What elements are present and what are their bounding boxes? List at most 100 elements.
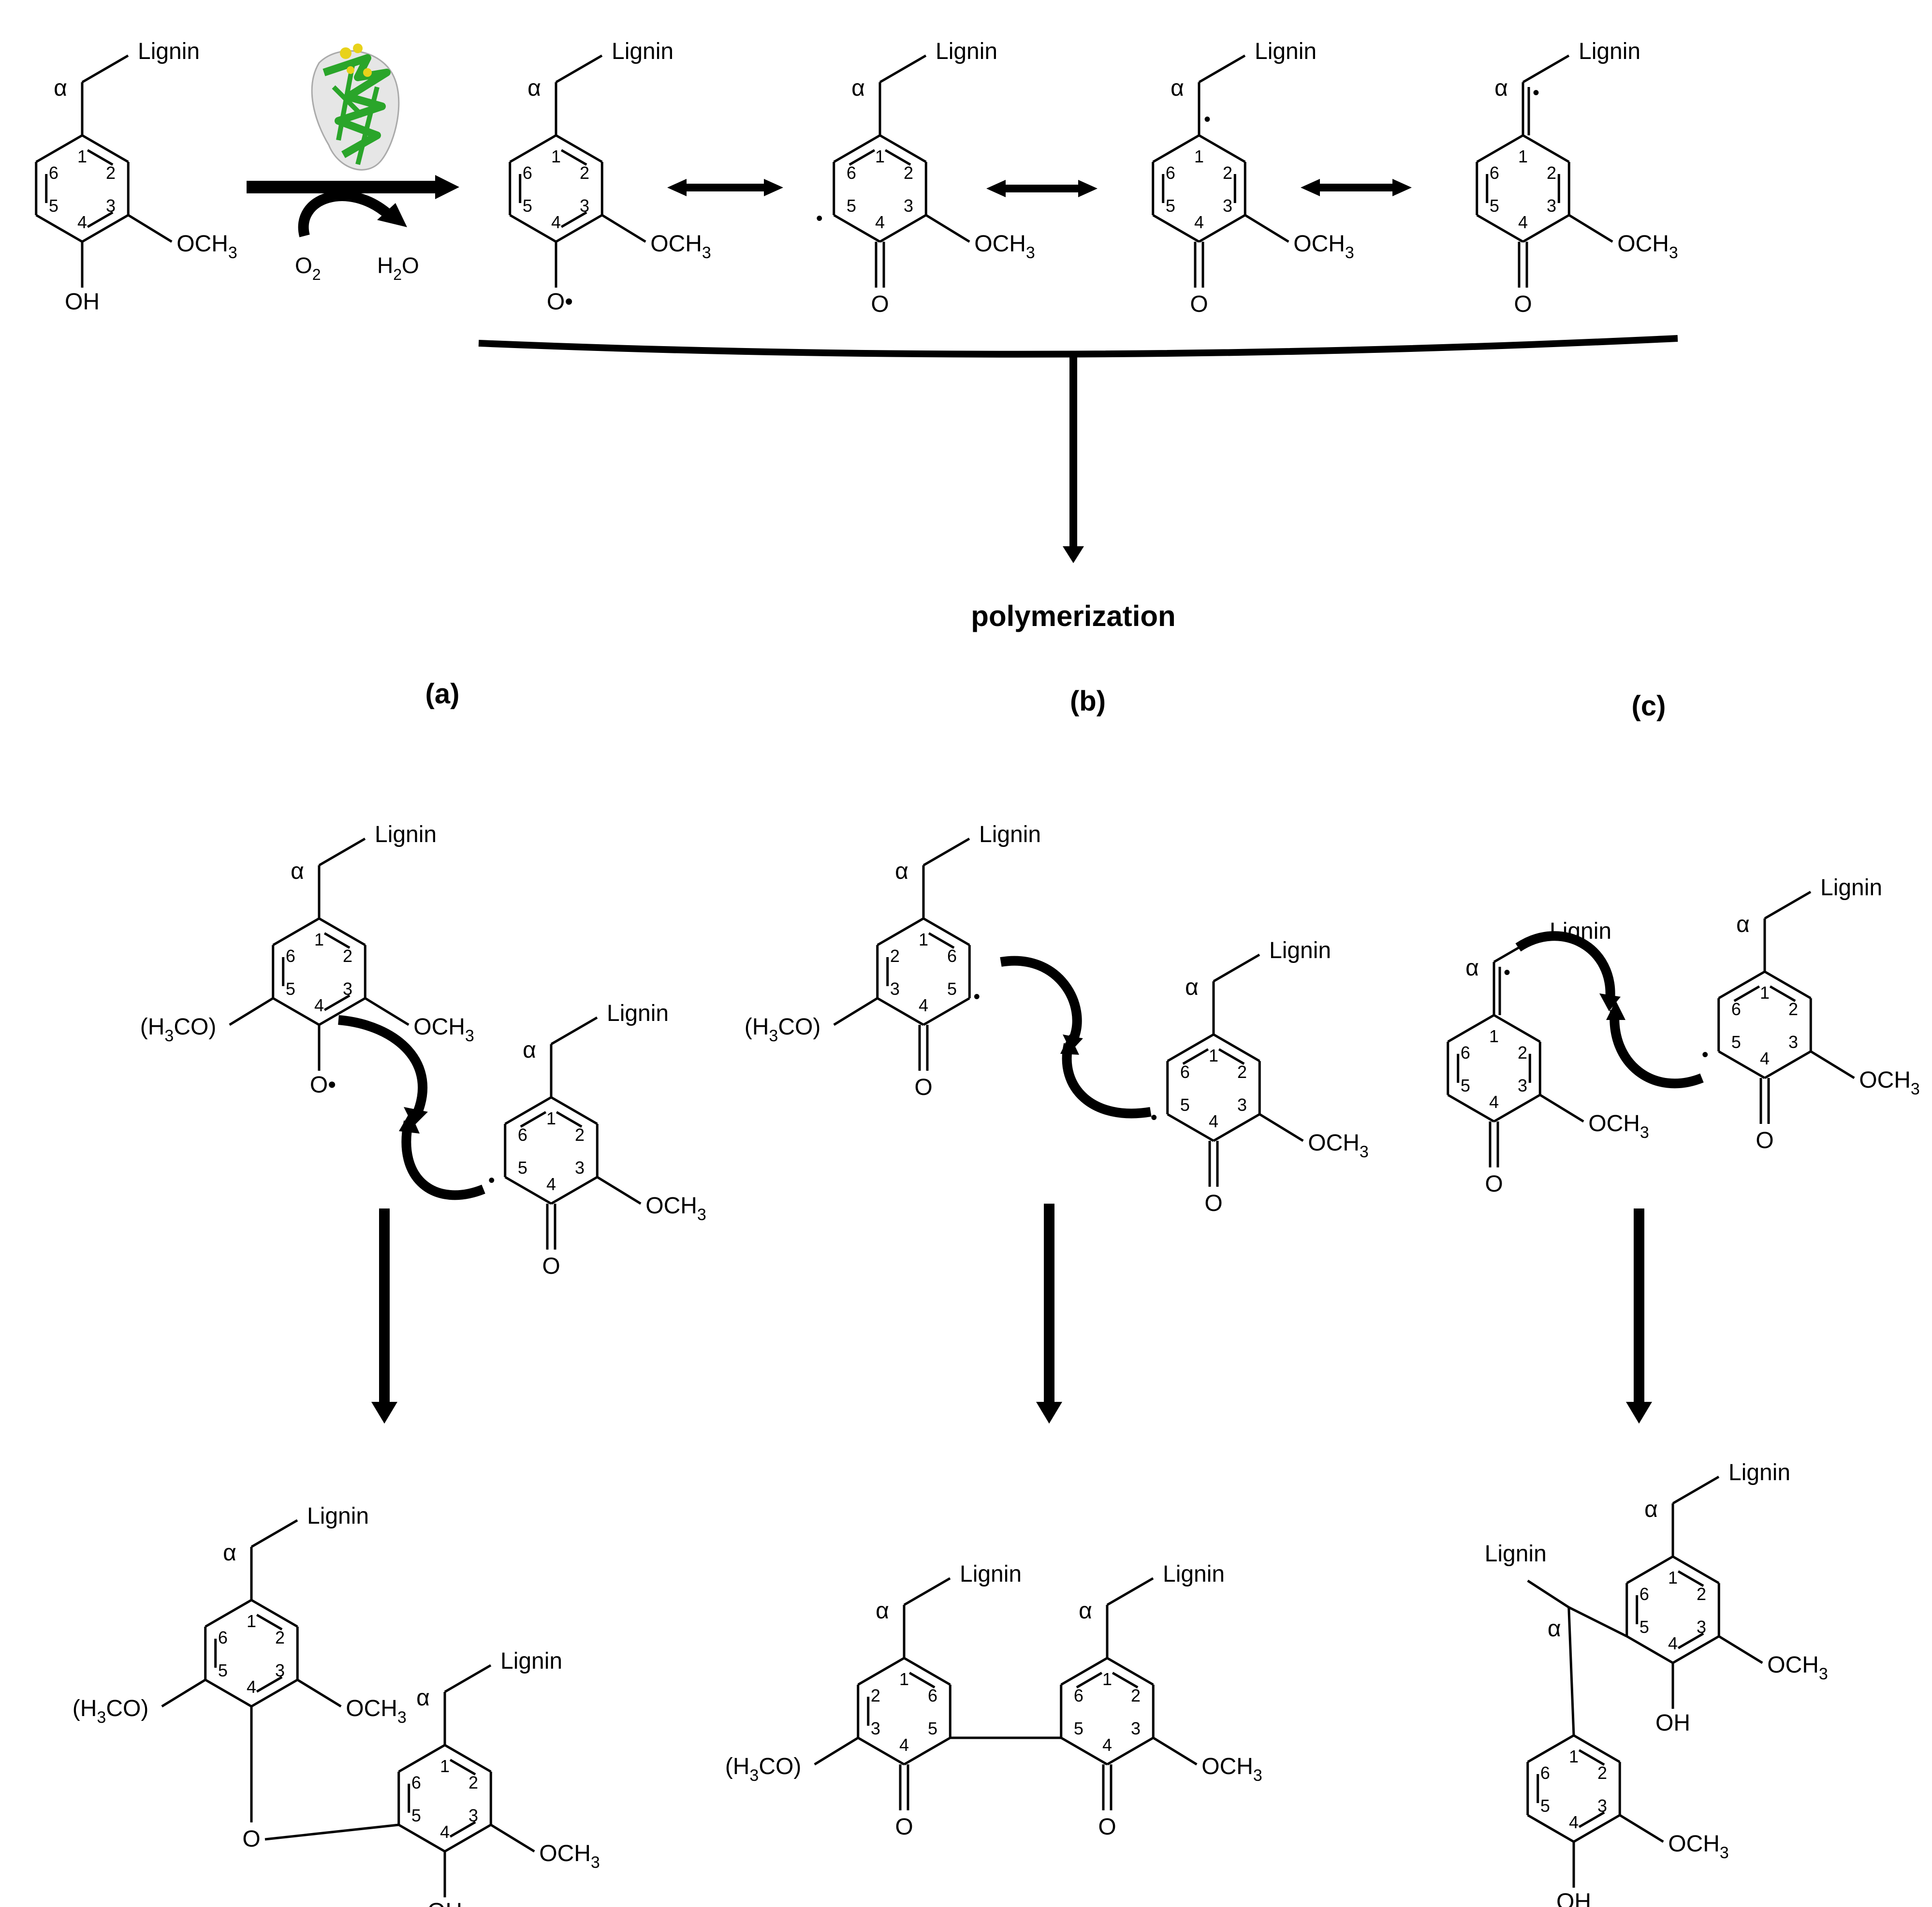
polymerization-label: polymerization	[971, 600, 1175, 632]
ring-number: 4	[546, 1174, 556, 1194]
ring-number: 1	[1194, 146, 1204, 166]
bond	[1493, 1093, 1541, 1123]
oxyl-radical-label: O•	[547, 289, 573, 315]
radical-dot: •	[1151, 1107, 1157, 1128]
ring-number: 5	[1731, 1032, 1741, 1052]
bond	[161, 1678, 206, 1708]
ring-number: 2	[1131, 1686, 1141, 1705]
bond	[1626, 1635, 1674, 1664]
radical-dot: •	[816, 208, 823, 229]
polymerization-arrowhead	[1063, 546, 1084, 563]
h2o-label: H2O	[377, 253, 419, 283]
lignin-label: Lignin	[607, 1001, 669, 1026]
alpha-label: α	[1465, 955, 1479, 981]
lignin-label: Lignin	[1255, 39, 1317, 64]
methoxy-label: OCH3	[1588, 1111, 1649, 1142]
bond	[1060, 1736, 1108, 1766]
bond	[504, 1176, 552, 1205]
bond	[922, 837, 970, 867]
ring-number: 2	[580, 163, 589, 183]
bond	[1527, 1814, 1575, 1843]
ring-number: 5	[411, 1805, 421, 1825]
resonance-arrow-3	[1301, 179, 1412, 196]
ring-number: 3	[871, 1718, 880, 1738]
bond	[444, 1823, 492, 1853]
carbonyl-oxygen-label: O	[1514, 291, 1532, 317]
bond	[1198, 54, 1246, 84]
ring-number: 5	[847, 196, 856, 216]
alpha-label: α	[291, 859, 304, 884]
bond	[250, 1678, 298, 1708]
ring-number: 4	[1489, 1092, 1499, 1112]
lignin-label: Lignin	[138, 39, 200, 64]
ring-number: 2	[1237, 1062, 1247, 1082]
ring-number: 3	[580, 196, 589, 216]
bond	[925, 214, 970, 243]
ring-number: 5	[1639, 1617, 1649, 1637]
ring-number: 2	[1597, 1763, 1607, 1783]
ring-number: 2	[275, 1628, 285, 1647]
bond	[1493, 1014, 1541, 1043]
bond	[550, 1176, 598, 1205]
bond	[364, 997, 410, 1026]
captions: polymerization (a) (b) (c)	[425, 600, 1666, 722]
bond	[490, 1823, 535, 1853]
ring-number: 2	[871, 1686, 880, 1705]
oxidation-arrowhead	[435, 175, 459, 199]
bond	[879, 134, 927, 163]
bond	[555, 214, 603, 243]
ring-number: 3	[106, 196, 116, 216]
ring-number: 6	[523, 163, 532, 183]
bond	[1167, 1113, 1215, 1142]
methoxy-label: (H3CO)	[725, 1754, 802, 1785]
ring-number: 1	[314, 930, 324, 949]
lignin-label: Lignin	[936, 39, 997, 64]
bond	[814, 1736, 859, 1766]
o2-label: O2	[295, 253, 321, 283]
ring-number: 4	[1209, 1111, 1218, 1131]
bond	[1522, 54, 1570, 84]
ring-number: 6	[1490, 163, 1499, 183]
ring-number: 3	[1788, 1032, 1798, 1052]
panel-label-a: (a)	[425, 678, 460, 710]
bond	[560, 211, 587, 228]
methoxy-label: OCH3	[346, 1696, 407, 1727]
alpha-label: α	[851, 75, 865, 101]
alpha-label: α	[1736, 912, 1750, 937]
ring-number: 1	[1569, 1747, 1579, 1766]
lignin-label: Lignin	[960, 1561, 1022, 1587]
lignin-label: Lignin	[1820, 875, 1882, 901]
methoxy-label: (H3CO)	[745, 1014, 821, 1045]
bond	[1213, 953, 1260, 983]
bond	[87, 149, 114, 166]
lignin-label: Lignin	[612, 39, 673, 64]
bond	[229, 997, 274, 1026]
bond	[1060, 1657, 1108, 1686]
bond	[879, 214, 927, 243]
bond	[205, 1599, 252, 1628]
ring-number: 6	[1540, 1763, 1550, 1783]
bond	[1527, 1579, 1570, 1609]
bond	[1764, 970, 1812, 1000]
coupling-arrows-a	[338, 1015, 485, 1200]
bond	[272, 917, 320, 946]
ring-number: 6	[286, 946, 295, 966]
ring-number: 4	[314, 995, 324, 1015]
coupling-arrows-c	[1515, 931, 1704, 1089]
bond	[1672, 1475, 1720, 1505]
bond	[1112, 1672, 1139, 1689]
ring-number: 6	[1731, 999, 1741, 1019]
bond	[903, 1657, 951, 1686]
bond	[1733, 985, 1760, 1002]
bond	[81, 54, 129, 84]
bond	[318, 837, 366, 867]
ring-number: 5	[947, 979, 957, 999]
ring-number: 3	[1697, 1617, 1706, 1637]
ring-number: 5	[1166, 196, 1175, 216]
radical-dot: •	[1702, 1044, 1709, 1065]
